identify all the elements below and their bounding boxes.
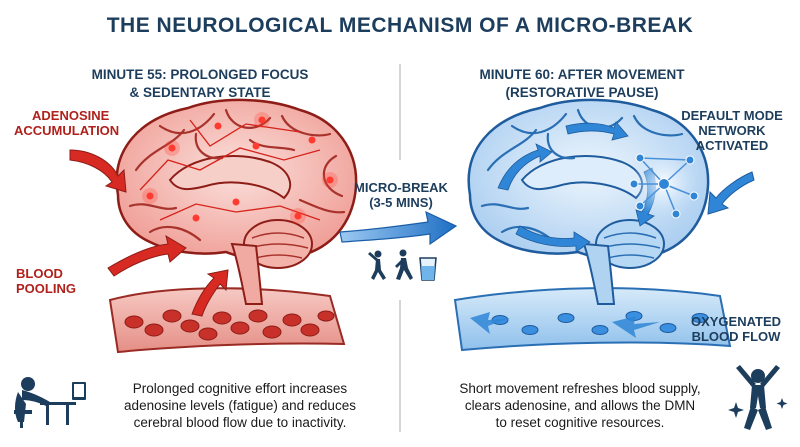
right-blood-vessel (453, 287, 732, 352)
label-adenosine-line1: ADENOSINE (32, 108, 110, 123)
dmn-line3: ACTIVATED (695, 138, 769, 153)
right-brain-restored (467, 98, 710, 305)
micro-break-line2: (3-5 MINS) (369, 195, 433, 210)
right-heading-line2: (RESTORATIVE PAUSE) (505, 85, 659, 100)
left-heading-line1: MINUTE 55: PROLONGED FOCUS (91, 67, 309, 82)
label-oxygenated-blood-flow: OXYGENATED BLOOD FLOW (680, 314, 792, 344)
left-caption-line2: adenosine levels (fatigue) and reduces (124, 398, 356, 413)
label-adenosine-line2: ACCUMULATION (14, 123, 120, 138)
right-caption-line1: Short movement refreshes blood supply, (459, 381, 701, 396)
left-blood-vessel (108, 287, 346, 354)
right-caption-line3: to reset cognitive resources. (495, 415, 665, 430)
right-caption: Short movement refreshes blood supply, c… (400, 380, 760, 431)
label-blood-line1: BLOOD (16, 266, 63, 281)
flow-line1: OXYGENATED (690, 314, 782, 329)
page-title: THE NEUROLOGICAL MECHANISM OF A MICRO-BR… (106, 14, 694, 37)
label-blood-pooling: BLOOD POOLING (16, 266, 76, 296)
label-micro-break: MICRO-BREAK (3-5 MINS) (346, 180, 456, 210)
walking-person-icon (395, 249, 413, 280)
sparkle-icon (728, 398, 788, 418)
stretching-person-icon (368, 250, 386, 280)
left-red-arrows (69, 149, 229, 317)
energized-person-icon (736, 365, 780, 430)
left-heading-line2: & SEDENTARY STATE (129, 85, 271, 100)
right-blue-arrows (707, 171, 755, 215)
right-panel-heading: MINUTE 60: AFTER MOVEMENT (RESTORATIVE P… (432, 66, 732, 102)
left-caption-line3: cerebral blood flow due to inactivity. (133, 415, 347, 430)
left-caption-line1: Prolonged cognitive effort increases (132, 381, 348, 396)
right-caption-line2: clears adenosine, and allows the DMN (464, 398, 696, 413)
left-panel-heading: MINUTE 55: PROLONGED FOCUS & SEDENTARY S… (50, 66, 350, 102)
label-blood-line2: POOLING (16, 281, 76, 296)
micro-break-line1: MICRO-BREAK (354, 180, 448, 195)
label-default-mode-network: DEFAULT MODE NETWORK ACTIVATED (672, 108, 792, 153)
flow-line2: BLOOD FLOW (691, 329, 781, 344)
label-adenosine-accumulation: ADENOSINE ACCUMULATION (14, 108, 119, 138)
water-glass-icon (419, 257, 437, 281)
left-brain-fatigued (115, 98, 358, 305)
micro-break-arrow (339, 210, 458, 246)
right-heading-line1: MINUTE 60: AFTER MOVEMENT (479, 67, 685, 82)
dmn-line2: NETWORK (698, 123, 766, 138)
fatigued-person-at-desk-icon (14, 377, 86, 428)
dmn-line1: DEFAULT MODE (681, 108, 783, 123)
left-caption: Prolonged cognitive effort increases ade… (60, 380, 420, 431)
